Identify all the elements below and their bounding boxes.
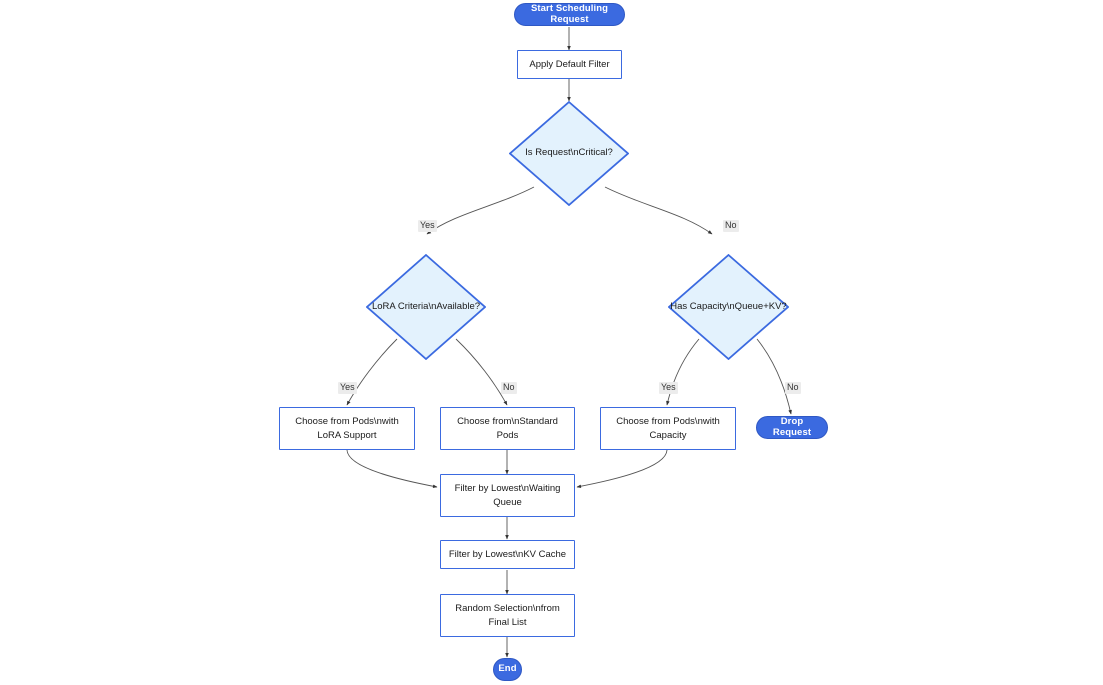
node-random-selection[interactable]: Random Selection\nfrom Final List <box>440 594 575 637</box>
node-label: Is Request\nCritical? <box>525 147 613 159</box>
node-filter-waiting-queue[interactable]: Filter by Lowest\nWaiting Queue <box>440 474 575 517</box>
diamond-shape <box>668 254 789 360</box>
edge-label-capacity-yes: Yes <box>659 382 678 394</box>
diamond-shape <box>366 254 486 360</box>
edge-label-lora-yes: Yes <box>338 382 357 394</box>
edge-label-critical-yes: Yes <box>418 220 437 232</box>
node-filter-kv-cache[interactable]: Filter by Lowest\nKV Cache <box>440 540 575 569</box>
node-start[interactable]: Start Scheduling Request <box>514 3 625 26</box>
node-is-request-critical[interactable]: Is Request\nCritical? <box>509 101 629 206</box>
edge-capacity-pods-to-waiting-queue <box>576 449 668 489</box>
diamond-shape <box>509 101 629 206</box>
edge-label-critical-no: No <box>723 220 739 232</box>
node-choose-lora-pods[interactable]: Choose from Pods\nwith LoRA Support <box>279 407 415 450</box>
node-choose-capacity-pods[interactable]: Choose from Pods\nwith Capacity <box>600 407 736 450</box>
node-apply-default-filter[interactable]: Apply Default Filter <box>517 50 622 79</box>
node-has-capacity[interactable]: Has Capacity\nQueue+KV? <box>668 254 789 360</box>
node-lora-criteria-available[interactable]: LoRA Criteria\nAvailable? <box>366 254 486 360</box>
node-end[interactable]: End <box>493 658 522 681</box>
node-label: Has Capacity\nQueue+KV? <box>670 300 787 312</box>
edge-label-capacity-no: No <box>785 382 801 394</box>
edge-label-lora-no: No <box>501 382 517 394</box>
node-label: LoRA Criteria\nAvailable? <box>371 300 481 312</box>
node-choose-standard-pods[interactable]: Choose from\nStandard Pods <box>440 407 575 450</box>
edge-lora-pods-to-waiting-queue <box>346 449 438 489</box>
node-drop-request[interactable]: Drop Request <box>756 416 828 439</box>
